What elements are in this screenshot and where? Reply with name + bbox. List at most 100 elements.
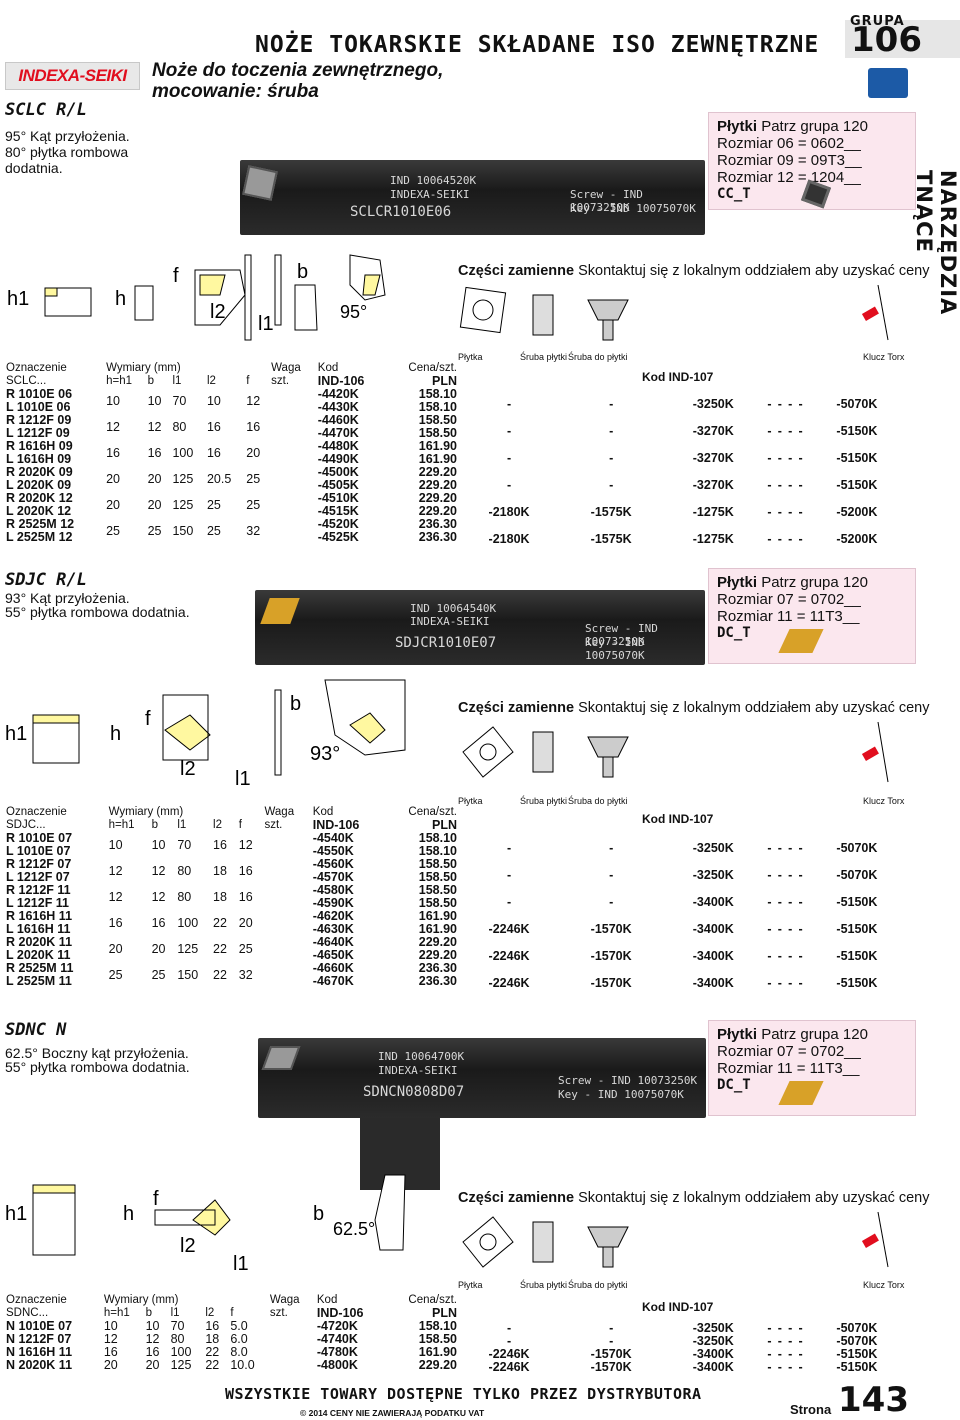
spare-parts-icons: [462, 1212, 889, 1268]
plates-ref: Patrz grupa 120: [761, 118, 868, 135]
table-cell: -: [609, 477, 614, 492]
table-cell: 25: [108, 967, 123, 982]
table-cell: -: [777, 1321, 782, 1335]
series-desc: dodatnia.: [5, 160, 63, 176]
svg-text:f: f: [153, 1188, 159, 1210]
table-cell: 161.90: [418, 909, 457, 923]
table-cell: -: [767, 477, 772, 492]
table-cell: Waga: [271, 362, 301, 374]
table-cell: l2: [213, 819, 222, 831]
table-row: ---3270K-----5150K: [458, 444, 908, 471]
parts-table: ---3250K-----5070K---3270K-----5150K---3…: [458, 390, 908, 552]
table-cell: -: [767, 531, 772, 546]
table-cell: l1: [170, 1307, 180, 1319]
table-cell: -: [798, 450, 803, 465]
svg-text:f: f: [145, 708, 151, 730]
plate-code: CC_T: [717, 186, 751, 202]
table-cell: 80: [172, 419, 187, 434]
spare-parts-title: Części zamienne Skontaktuj się z lokalny…: [458, 700, 930, 716]
table-cell: -: [798, 423, 803, 438]
table-cell: -: [506, 423, 512, 438]
table-cell: 229.20: [418, 935, 457, 949]
table-cell: -: [767, 1360, 772, 1374]
table-cell: 16: [147, 445, 162, 460]
photo-label: IND 10064540K: [410, 602, 497, 615]
table-cell: 158.50: [418, 896, 457, 910]
table-cell: -3250K: [692, 1321, 734, 1335]
table-cell: 236.30: [418, 530, 457, 544]
table-cell: -4510K: [317, 491, 359, 505]
table-cell: -: [506, 477, 512, 492]
table-cell: R 2020K 12: [6, 491, 73, 505]
table-cell: 10: [147, 393, 162, 408]
table-cell: -4780K: [316, 1345, 358, 1359]
series-desc: 62.5° Boczny kąt przyłożenia.: [5, 1045, 189, 1061]
table-cell: -4505K: [317, 478, 359, 492]
table-cell: h=h1: [106, 375, 132, 387]
svg-text:b: b: [313, 1203, 324, 1225]
table-row: ---3270K-----5150K: [458, 471, 908, 498]
table-cell: 32: [246, 523, 261, 538]
table-cell: 70: [177, 837, 192, 852]
table-cell: -: [777, 477, 782, 492]
table-cell: 158.50: [418, 870, 457, 884]
series-name: SDJC R/L: [5, 570, 87, 590]
table-cell: 80: [177, 889, 192, 904]
table-cell: -: [767, 423, 772, 438]
table-cell: 20: [246, 445, 261, 460]
table-cell: Waga: [264, 806, 295, 818]
table-cell: -: [609, 840, 614, 855]
table-cell: PLN: [432, 818, 457, 832]
spare-parts-title: Części zamienne Skontaktuj się z lokalny…: [458, 1190, 930, 1206]
table-cell: 25: [206, 523, 221, 538]
table-cell: -3400K: [692, 921, 734, 936]
table-cell: 20: [238, 915, 253, 930]
page-subtitle: Noże do toczenia zewnętrznego, mocowanie…: [152, 60, 444, 102]
table-cell: l1: [172, 375, 182, 387]
table-cell: 12: [108, 863, 123, 878]
photo-label: Key - IND 10075070K: [570, 202, 696, 215]
table-cell: -: [798, 867, 803, 882]
table-cell: 80: [170, 1332, 185, 1346]
table-cell: -: [777, 840, 782, 855]
table-cell: szt.: [271, 375, 290, 387]
table-cell: 125: [172, 471, 194, 486]
table-cell: -3250K: [692, 840, 734, 855]
plates-label: Płytki: [717, 118, 758, 135]
table-cell: -5150K: [836, 450, 878, 465]
table-cell: 18: [205, 1332, 220, 1346]
table-cell: f: [230, 1307, 234, 1319]
svg-text:l2: l2: [180, 758, 196, 780]
table-cell: R 2020K 09: [6, 465, 73, 479]
table-cell: 229.20: [418, 1358, 457, 1372]
svg-text:h1: h1: [5, 1203, 27, 1225]
series-name: SDNC N: [5, 1020, 67, 1040]
table-cell: 12: [151, 863, 166, 878]
table-cell: 16: [206, 445, 221, 460]
table-cell: R 1212F 09: [6, 413, 72, 427]
table-row: -2246K-1570K-3400K-----5150K: [458, 1348, 908, 1361]
table-cell: Wymiary (mm): [106, 362, 181, 374]
table-cell: 229.20: [418, 465, 457, 479]
series-desc: 55° płytka rombowa dodatnia.: [5, 1059, 190, 1075]
table-cell: IND-106: [312, 818, 360, 832]
table-cell: [269, 414, 316, 440]
table-cell: N 1616H 11: [6, 1345, 73, 1359]
table-cell: -: [788, 531, 793, 546]
table-cell: -5070K: [836, 1334, 878, 1348]
table-cell: 16: [103, 1345, 118, 1359]
table-cell: -: [798, 396, 803, 411]
table-cell: -5070K: [836, 867, 878, 882]
table-cell: 25: [147, 523, 162, 538]
table-cell: -: [788, 975, 793, 990]
svg-text:f: f: [173, 265, 179, 287]
photo-label: INDEXA-SEIKI: [410, 615, 490, 628]
table-cell: -1575K: [590, 531, 632, 546]
plate-size: Rozmiar 11 = 11T3__: [717, 1060, 860, 1077]
